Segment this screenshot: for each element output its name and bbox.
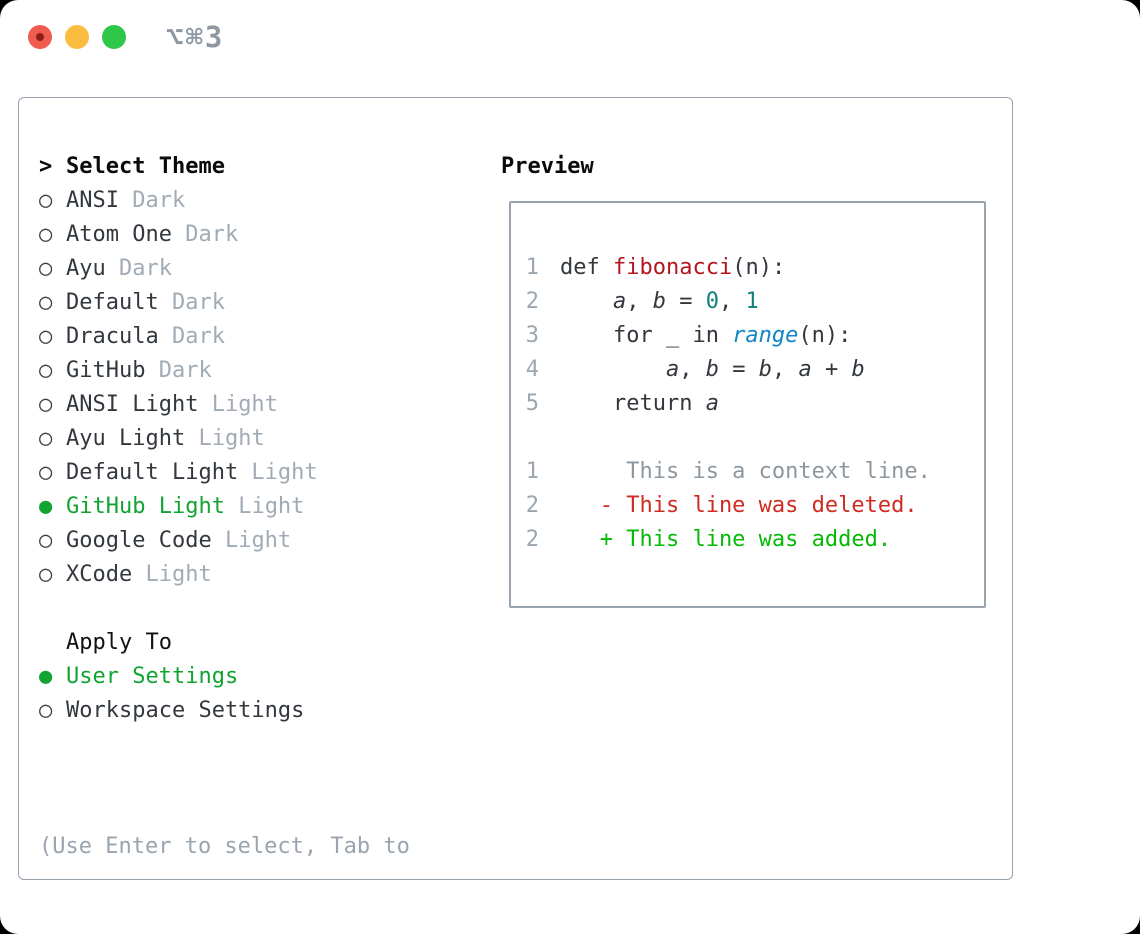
radio-unselected-icon: ○ <box>39 426 53 451</box>
line-content: - This line was deleted. <box>560 493 918 518</box>
theme-option[interactable]: ○ ANSI Dark <box>39 184 318 218</box>
theme-variant: Dark <box>118 188 186 213</box>
theme-variant: Light <box>198 392 278 417</box>
radio-unselected-icon: ○ <box>39 562 53 587</box>
code-line: 5 return a <box>511 387 984 421</box>
theme-name: Ayu Light <box>66 426 186 451</box>
theme-option[interactable]: ○ Ayu Light Light <box>39 422 318 456</box>
radio-selected-icon: ● <box>39 494 53 519</box>
line-number: 2 <box>525 493 539 518</box>
theme-variant: Light <box>132 562 212 587</box>
code-line: 2 - This line was deleted. <box>511 489 984 523</box>
line-number: 1 <box>525 459 539 484</box>
theme-variant: Dark <box>171 222 239 247</box>
prompt-caret-icon: > <box>39 154 53 179</box>
apply-to-heading: Apply To <box>66 630 172 655</box>
theme-name: GitHub Light <box>66 494 225 519</box>
titlebar: ⌥⌘3 <box>0 0 1140 75</box>
keyboard-hint: (Use Enter to select, Tab to change focu… <box>39 762 410 934</box>
line-number: 1 <box>525 255 539 280</box>
line-content: def fibonacci(n): <box>560 255 786 280</box>
radio-unselected-icon: ○ <box>39 392 53 417</box>
theme-option[interactable]: ○ Default Light Light <box>39 456 318 490</box>
code-line: 2 a, b = 0, 1 <box>511 285 984 319</box>
line-content <box>560 421 573 455</box>
theme-name: Ayu <box>66 256 106 281</box>
theme-name: XCode <box>66 562 133 587</box>
theme-name: ANSI <box>66 188 119 213</box>
line-number: 2 <box>525 289 539 314</box>
theme-variant: Dark <box>145 358 212 383</box>
radio-unselected-icon: ○ <box>39 256 53 281</box>
code-line: 1 This is a context line. <box>511 455 984 489</box>
preview-heading: Preview <box>501 154 594 179</box>
radio-unselected-icon: ○ <box>39 528 53 553</box>
code-line <box>511 421 984 455</box>
apply-to-option[interactable]: ● User Settings <box>39 660 304 694</box>
code-line: 1 def fibonacci(n): <box>511 251 984 285</box>
radio-selected-icon: ● <box>39 664 53 689</box>
theme-variant: Light <box>238 460 318 485</box>
theme-variant: Light <box>185 426 265 451</box>
theme-variant: Dark <box>158 324 225 349</box>
line-number: 5 <box>525 391 539 416</box>
line-number <box>525 421 539 455</box>
window-hotkey-label: ⌥⌘3 <box>166 20 225 54</box>
apply-to-option[interactable]: ○ Workspace Settings <box>39 694 304 728</box>
theme-option[interactable]: ○ Google Code Light <box>39 524 318 558</box>
radio-unselected-icon: ○ <box>39 290 53 315</box>
theme-variant: Light <box>224 494 305 519</box>
theme-option[interactable]: ○ Atom One Dark <box>39 218 318 252</box>
select-theme-prompt: > Select Theme <box>39 150 318 184</box>
theme-name: Dracula <box>66 324 159 349</box>
theme-list: > Select Theme ○ ANSI Dark ○ Atom One Dark ○ A… <box>39 150 318 592</box>
radio-unselected-icon: ○ <box>39 222 53 247</box>
minimize-button[interactable] <box>65 25 89 49</box>
line-content: for _ in range(n): <box>560 323 852 348</box>
line-content: + This line was added. <box>560 527 892 552</box>
apply-to-section: Apply To ● User Settings ○ Workspace Settin… <box>39 626 304 728</box>
hint-line-1: (Use Enter to select, Tab to <box>39 834 410 859</box>
theme-name: ANSI Light <box>66 392 199 417</box>
line-content: This is a context line. <box>560 459 931 484</box>
theme-option[interactable]: ○ GitHub Dark <box>39 354 318 388</box>
code-line: 2 + This line was added. <box>511 523 984 557</box>
radio-unselected-icon: ○ <box>39 358 53 383</box>
line-content: a, b = 0, 1 <box>612 289 759 314</box>
radio-unselected-icon: ○ <box>39 698 53 723</box>
theme-option[interactable]: ● GitHub Light Light <box>39 490 318 524</box>
line-number: 3 <box>525 323 539 348</box>
select-theme-title: Select Theme <box>66 154 225 179</box>
theme-option[interactable]: ○ Ayu Dark <box>39 252 318 286</box>
theme-name: GitHub <box>66 358 146 383</box>
line-content: a, b = b, a + b <box>665 357 865 382</box>
radio-unselected-icon: ○ <box>39 460 53 485</box>
apply-to-label: User Settings <box>66 664 239 689</box>
theme-name: Google Code <box>66 528 212 553</box>
line-content: return a <box>560 391 719 416</box>
theme-name: Default Light <box>66 460 239 485</box>
radio-unselected-icon: ○ <box>39 188 53 213</box>
line-number: 2 <box>525 527 539 552</box>
theme-picker-panel: >Select Theme ○ANSI Dark○Atom One Dark○A… <box>18 97 1013 880</box>
line-number: 4 <box>525 357 539 382</box>
code-line: 4 a, b = b, a + b <box>511 353 984 387</box>
maximize-button[interactable] <box>102 25 126 49</box>
theme-variant: Dark <box>158 290 225 315</box>
apply-to-label: Workspace Settings <box>66 698 305 723</box>
radio-unselected-icon: ○ <box>39 324 53 349</box>
code-line: 3 for _ in range(n): <box>511 319 984 353</box>
theme-option[interactable]: ○ ANSI Light Light <box>39 388 318 422</box>
theme-option[interactable]: ○ Dracula Dark <box>39 320 318 354</box>
theme-variant: Light <box>211 528 292 553</box>
theme-option[interactable]: ○ XCode Light <box>39 558 318 592</box>
theme-name: Default <box>66 290 159 315</box>
close-button[interactable] <box>28 25 52 49</box>
theme-name: Atom One <box>66 222 172 247</box>
theme-option[interactable]: ○ Default Dark <box>39 286 318 320</box>
theme-variant: Dark <box>105 256 172 281</box>
